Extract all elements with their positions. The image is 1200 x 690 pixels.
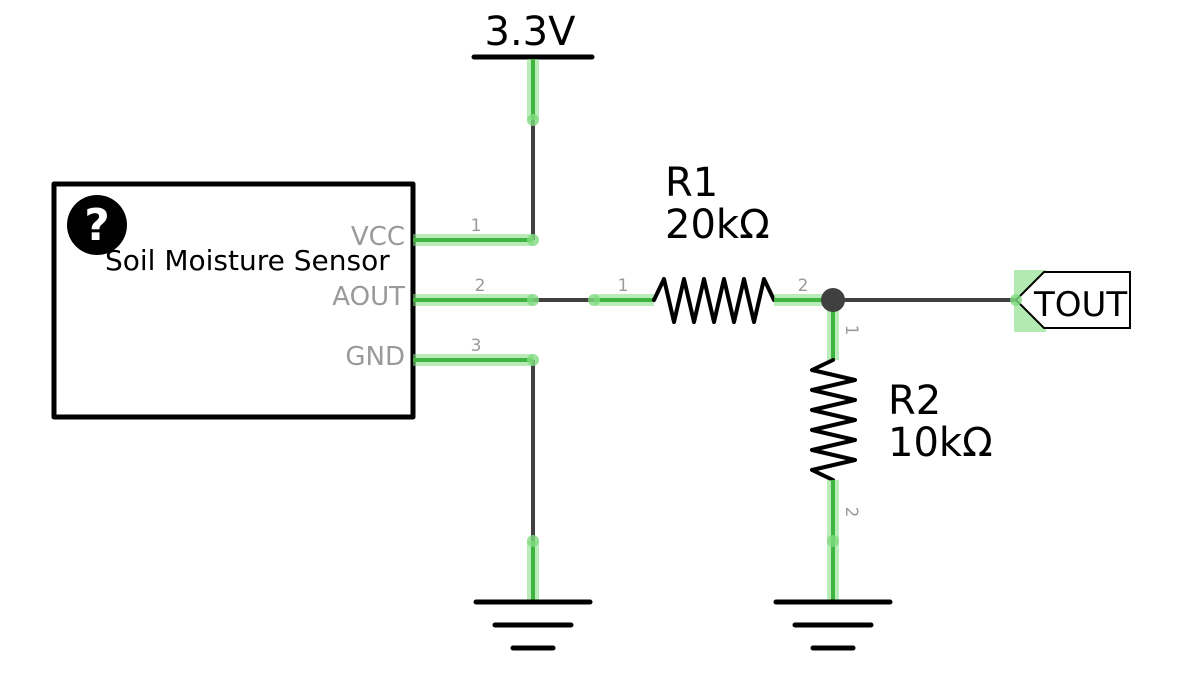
- r2-value: 10kΩ: [888, 420, 993, 466]
- r2-pin2-number: 2: [841, 507, 861, 518]
- svg-text:?: ?: [84, 200, 110, 251]
- connection-point[interactable]: [527, 535, 539, 547]
- r2-pin1-number: 1: [841, 325, 861, 336]
- question-mark-icon: ?: [67, 195, 127, 255]
- pin-number-2: 2: [475, 276, 486, 296]
- power-label: 3.3V: [485, 9, 577, 55]
- junction-dot[interactable]: [821, 288, 845, 312]
- connection-point[interactable]: [527, 234, 539, 246]
- connection-point[interactable]: [527, 294, 539, 306]
- ground-symbol-1[interactable]: [473, 541, 593, 651]
- resistor-r1[interactable]: 1 2 R1 20kΩ: [594, 160, 833, 324]
- connection-point[interactable]: [527, 354, 539, 366]
- pin-number-1: 1: [471, 216, 482, 236]
- connection-points: [527, 114, 1022, 547]
- pin-number-3: 3: [471, 336, 482, 356]
- soil-moisture-sensor[interactable]: ? Soil Moisture Sensor VCC AOUT GND 1 2 …: [51, 181, 533, 420]
- connection-point[interactable]: [527, 114, 539, 126]
- resistor-r2[interactable]: 1 2 R2 10kΩ: [810, 300, 993, 541]
- sensor-name: Soil Moisture Sensor: [105, 244, 390, 277]
- r1-pin2-number: 2: [798, 276, 809, 296]
- wires: [531, 120, 1016, 541]
- power-symbol-3v3[interactable]: 3.3V: [471, 9, 595, 120]
- r1-zigzag: [652, 277, 776, 324]
- r1-pin1-number: 1: [618, 276, 629, 296]
- r2-ref: R2: [888, 378, 941, 424]
- pin-label-aout: AOUT: [332, 282, 405, 312]
- connection-point[interactable]: [588, 294, 600, 306]
- connection-point[interactable]: [827, 535, 839, 547]
- pin-label-vcc: VCC: [351, 222, 405, 252]
- r1-value: 20kΩ: [665, 202, 770, 248]
- pin-label-gnd: GND: [345, 342, 405, 372]
- ground-symbol-2[interactable]: [773, 541, 893, 651]
- r2-zigzag: [810, 358, 857, 482]
- net-label-flag: [1014, 271, 1131, 329]
- connection-point[interactable]: [1010, 294, 1022, 306]
- net-label-tout[interactable]: TOUT: [1014, 270, 1131, 332]
- net-label-text: TOUT: [1033, 285, 1127, 325]
- r1-ref: R1: [665, 160, 718, 206]
